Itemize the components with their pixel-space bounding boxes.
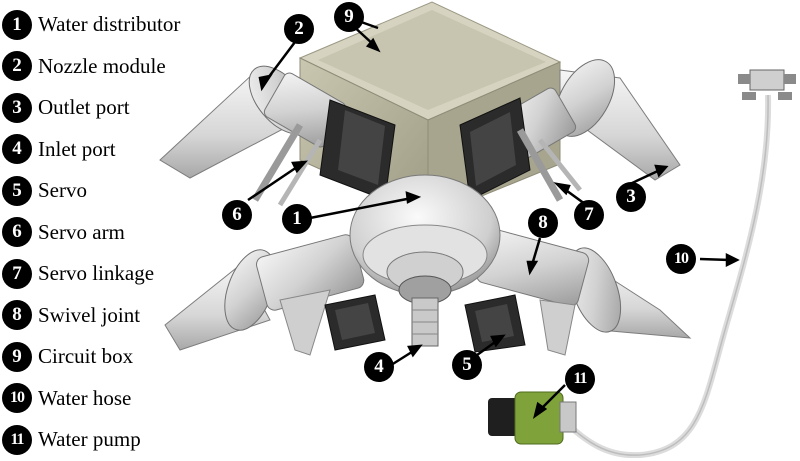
legend-badge: 8 <box>2 300 32 331</box>
legend-item: 4 Inlet port <box>2 129 222 171</box>
legend-label: Inlet port <box>38 136 116 161</box>
callout-3: 3 <box>616 182 646 212</box>
servo-linkage-right <box>516 128 582 202</box>
nozzle-module-lower-left <box>164 234 365 356</box>
water-distributor <box>349 174 501 305</box>
legend-badge: 3 <box>2 92 32 123</box>
legend-badge: 1 <box>2 9 32 40</box>
legend-label: Circuit box <box>38 344 134 369</box>
legend-label: Servo <box>38 178 87 203</box>
legend-badge: 2 <box>2 51 32 82</box>
legend-badge: 5 <box>2 175 32 206</box>
legend-badge: 10 <box>2 383 32 414</box>
legend-badge: 9 <box>2 341 32 372</box>
legend-label: Swivel joint <box>38 302 141 327</box>
legend-label: Nozzle module <box>38 53 166 78</box>
leader-lines <box>247 11 740 419</box>
legend-badge: 6 <box>2 217 32 248</box>
legend-label: Outlet port <box>38 95 130 120</box>
callout-1: 1 <box>282 204 312 234</box>
callout-8: 8 <box>528 208 558 238</box>
legend-label: Water distributor <box>38 12 181 37</box>
legend-item: 1 Water distributor <box>2 4 222 46</box>
legend-label: Water pump <box>38 427 141 452</box>
legend-label: Servo arm <box>38 219 125 244</box>
callout-4: 4 <box>364 352 394 382</box>
legend-badge: 7 <box>2 258 32 289</box>
callout-6: 6 <box>222 200 252 230</box>
callout-5: 5 <box>452 350 482 380</box>
servo-lower-left <box>324 294 386 351</box>
legend-item: 3 Outlet port <box>2 87 222 129</box>
servo-lower-right <box>464 294 526 353</box>
legend-item: 7 Servo linkage <box>2 253 222 295</box>
callout-11: 11 <box>565 364 595 394</box>
nozzle-module-lower-right <box>476 228 692 356</box>
legend-item: 5 Servo <box>2 170 222 212</box>
servo-arm-left <box>251 123 323 207</box>
legend-badge: 4 <box>2 134 32 165</box>
water-pump <box>488 391 577 445</box>
callout-9: 9 <box>334 2 364 32</box>
legend-label: Water hose <box>38 385 132 410</box>
legend: 1 Water distributor 2 Nozzle module 3 Ou… <box>2 4 222 461</box>
legend-item: 8 Swivel joint <box>2 295 222 337</box>
callout-10: 10 <box>666 244 696 274</box>
servo-upper-left <box>319 99 396 201</box>
legend-item: 9 Circuit box <box>2 336 222 378</box>
mini-distributor <box>738 69 796 100</box>
legend-label: Servo linkage <box>38 261 155 286</box>
legend-item: 6 Servo arm <box>2 212 222 254</box>
servo-upper-right <box>459 97 531 201</box>
inlet-port <box>411 297 439 347</box>
legend-item: 2 Nozzle module <box>2 46 222 88</box>
legend-item: 11 Water pump <box>2 419 222 461</box>
legend-item: 10 Water hose <box>2 378 222 420</box>
callout-2: 2 <box>284 14 314 44</box>
legend-badge: 11 <box>2 424 32 455</box>
callout-7: 7 <box>574 200 604 230</box>
